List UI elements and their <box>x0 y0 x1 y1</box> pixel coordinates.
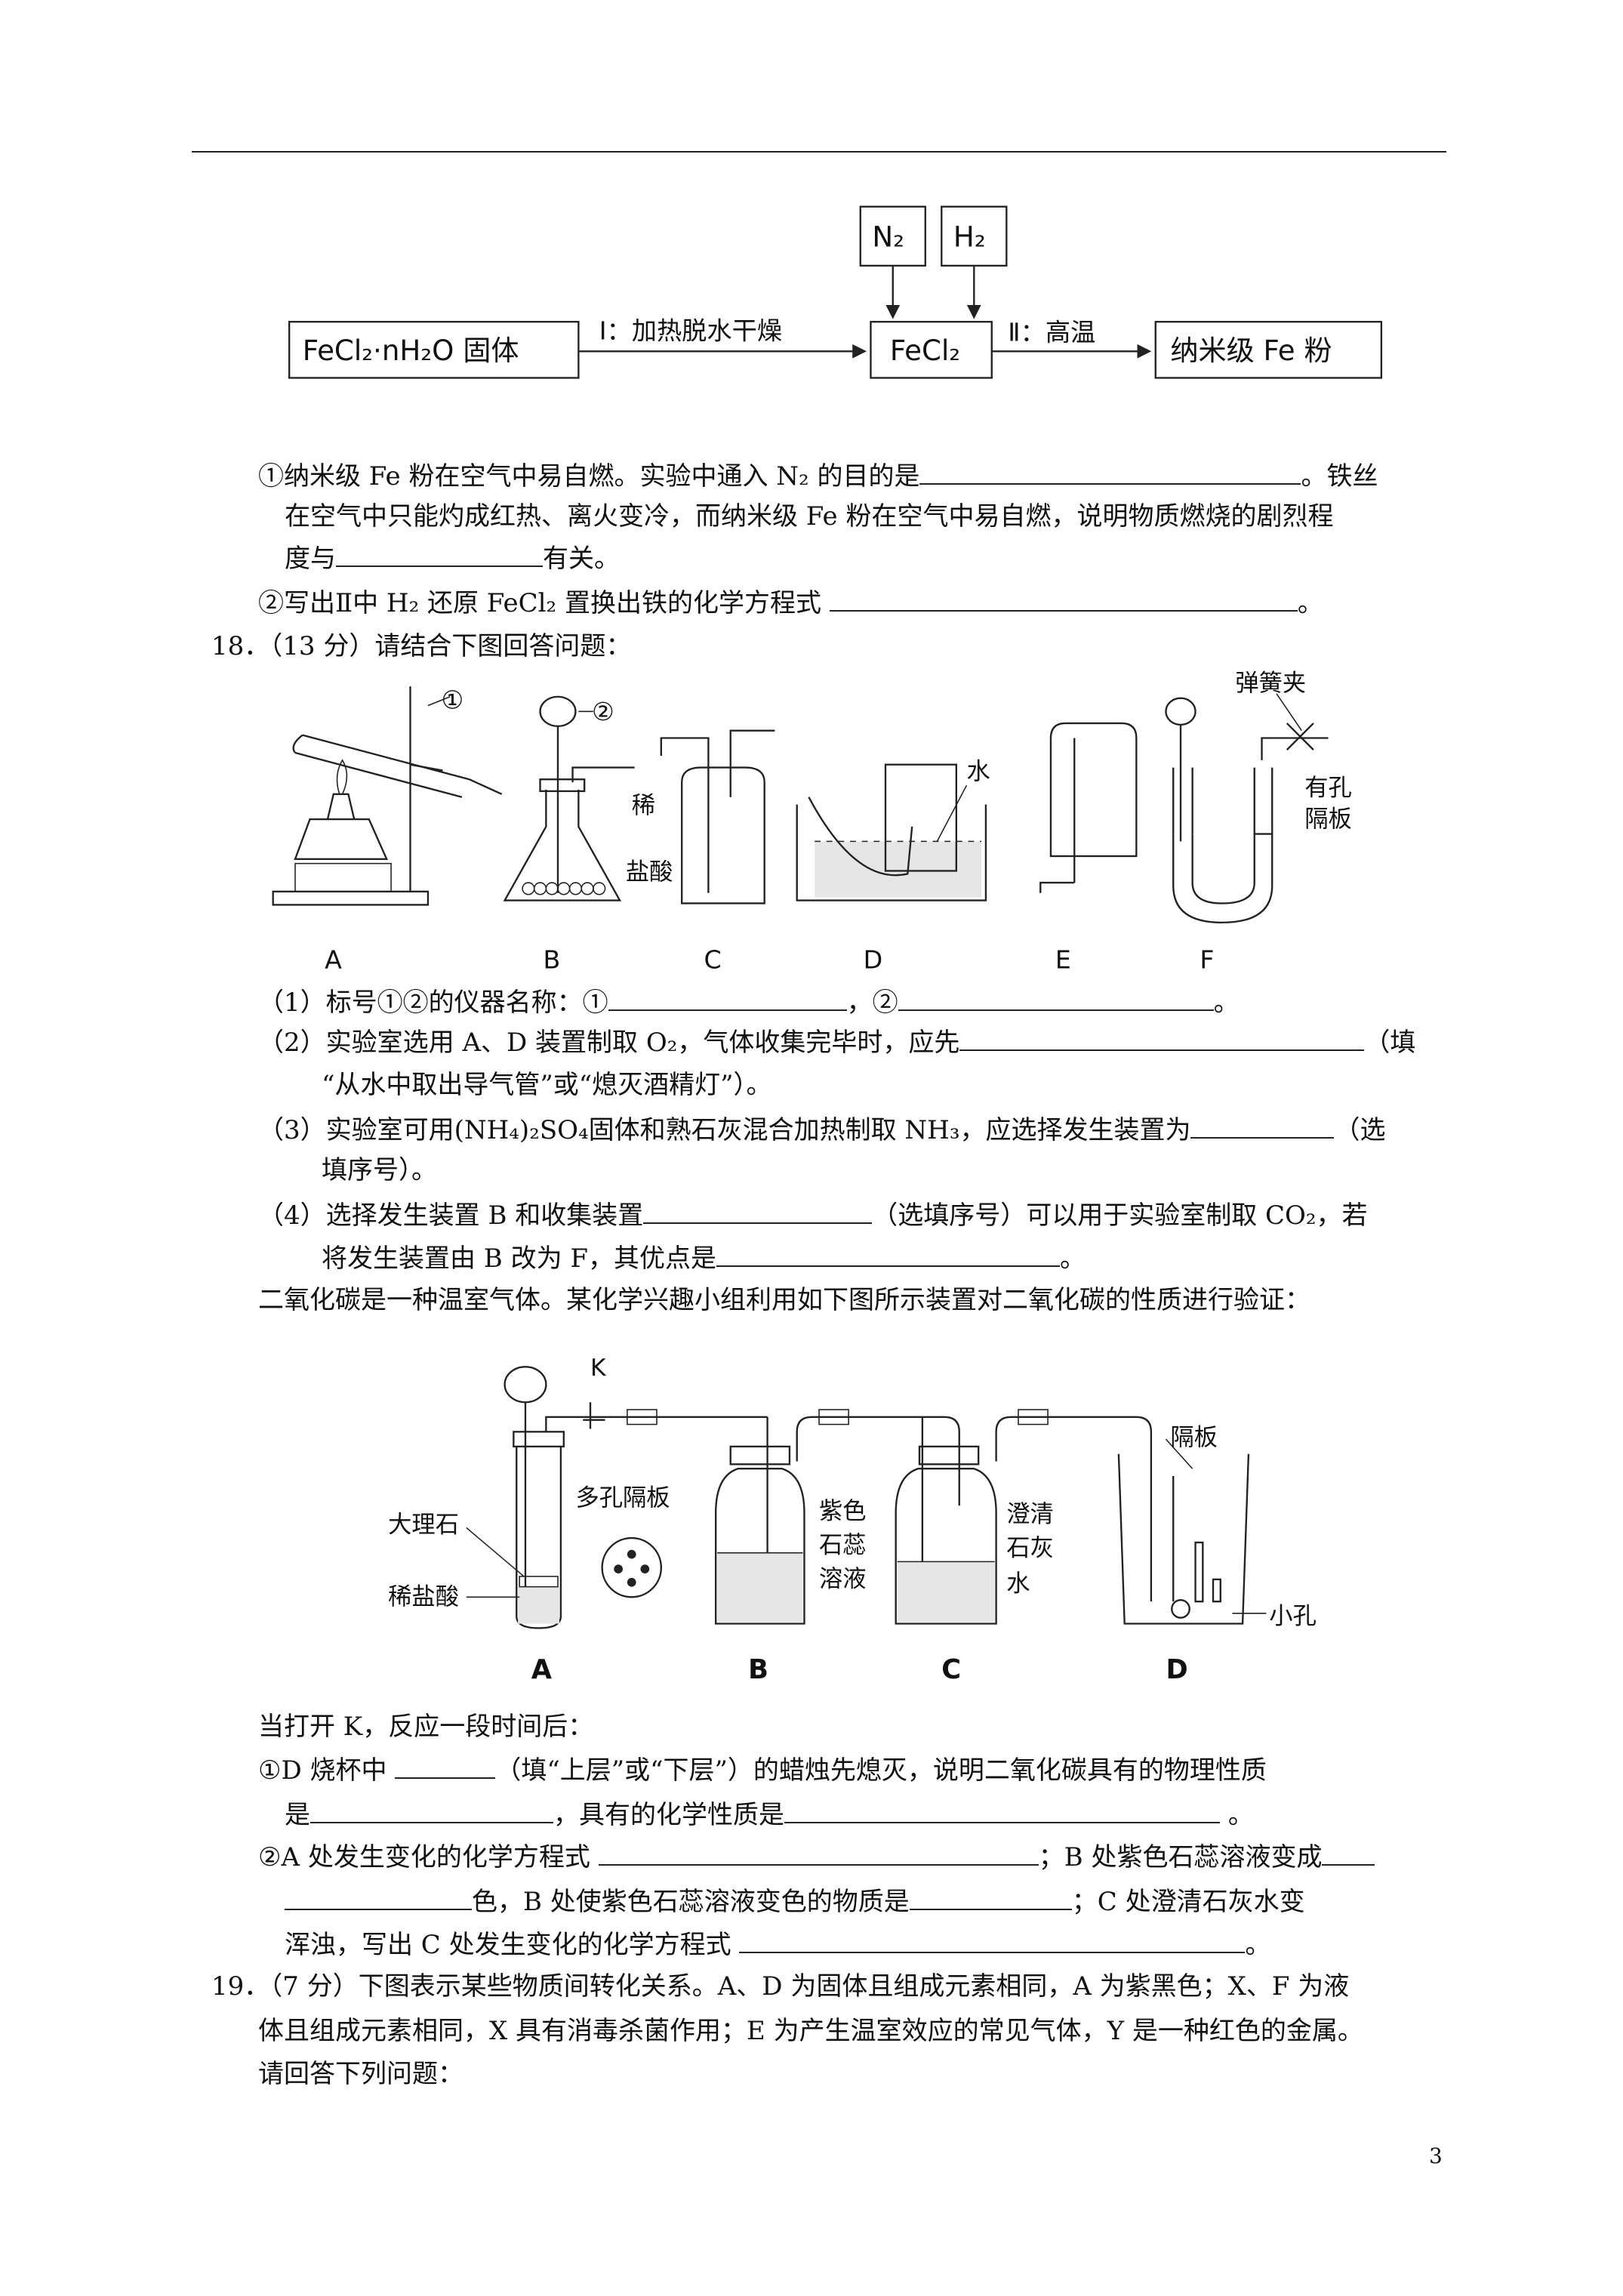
q18-part-3-cont: 填序号）。 <box>322 1155 437 1185</box>
flow-step1: Ⅰ：加热脱水干燥 <box>599 316 782 346</box>
fig1-label-c: C <box>704 945 722 974</box>
fig2-label-b: B <box>748 1654 768 1685</box>
label-k: K <box>590 1354 607 1382</box>
q18-part-4-cont: 将发生装置由 B 改为 F，其优点是。 <box>322 1243 1086 1274</box>
label-hcl: 盐酸 <box>626 858 673 886</box>
label-lime-2: 石灰 <box>1006 1535 1054 1562</box>
q17-line-4: ②写出Ⅱ中 H₂ 还原 FeCl₂ 置换出铁的化学方程式 。 <box>258 587 1323 618</box>
answer-blank[interactable] <box>336 543 543 567</box>
fig1-label-a: A <box>325 945 342 974</box>
q18-part-3: （3）实验室可用(NH₄)₂SO₄固体和熟石灰混合加热制取 NH₃，应选择发生装… <box>258 1114 1386 1145</box>
q19-line-1: 19．（7 分）下图表示某些物质间转化关系。A、D 为固体且组成元素相同，A 为… <box>211 1971 1350 2002</box>
label-spring-clip: 弹簧夹 <box>1235 670 1306 697</box>
label-small-hole: 小孔 <box>1269 1603 1317 1630</box>
answer-blank[interactable] <box>1190 1114 1335 1139</box>
label-marble: 大理石 <box>388 1511 459 1538</box>
label-litmus-1: 紫色 <box>819 1498 867 1525</box>
q18-part-1: （1）标号①②的仪器名称：①，②。 <box>258 987 1240 1018</box>
fig2-label-d: D <box>1166 1654 1187 1685</box>
answer-blank[interactable] <box>310 1799 553 1823</box>
bottle-c: 澄清 石灰 水 <box>895 1416 1153 1625</box>
q18-sub-2-cont2: 浑浊，写出 C 处发生变化的化学方程式 。 <box>285 1929 1271 1960</box>
label-porous-plate: 多孔隔板 <box>575 1484 670 1512</box>
q19-line-2: 体且组成元素相同，X 具有消毒杀菌作用；E 为产生温室效应的常见气体，Y 是一种… <box>258 2016 1363 2046</box>
apparatus-f: 弹簧夹 有孔 隔板 <box>1165 670 1352 924</box>
label-plate-2: 隔板 <box>1304 806 1352 833</box>
flow-start: FeCl₂·nH₂O 固体 <box>303 334 519 367</box>
q18-sub-1: ①D 烧杯中 （填“上层”或“下层”）的蜡烛先熄灭，说明二氧化碳具有的物理性质 <box>258 1755 1267 1786</box>
q17-line-3: 度与有关。 <box>285 543 620 574</box>
label-litmus-3: 溶液 <box>819 1566 867 1593</box>
page-number: 3 <box>1429 2143 1443 2168</box>
co2-generator-a: K 多孔隔板 大理石 稀盐酸 <box>388 1354 768 1629</box>
answer-blank[interactable] <box>643 1200 873 1224</box>
answer-blank[interactable] <box>1322 1841 1375 1866</box>
label-plate-1: 有孔 <box>1304 775 1352 802</box>
apparatus-figure-2: K 多孔隔板 大理石 稀盐酸 紫色 石蕊 溶液 澄清 石灰 水 <box>388 1354 1317 1685</box>
q19-line-3: 请回答下列问题： <box>258 2059 463 2089</box>
answer-blank[interactable] <box>598 1841 1039 1866</box>
apparatus-figure-1: ① ② 稀 盐酸 水 <box>272 670 1352 974</box>
q18-part-4: （4）选择发生装置 B 和收集装置（选填序号）可以用于实验室制取 CO₂，若 <box>258 1200 1368 1231</box>
label-lime-3: 水 <box>1006 1570 1030 1597</box>
mark-2: ② <box>592 697 614 726</box>
answer-blank[interactable] <box>395 1755 496 1779</box>
fig2-label-c: C <box>941 1654 961 1685</box>
q18-part-2: （2）实验室选用 A、D 装置制取 O₂，气体收集完毕时，应先（填 <box>258 1027 1416 1058</box>
answer-blank[interactable] <box>959 1027 1365 1051</box>
apparatus-b: ② 稀 盐酸 <box>503 695 673 901</box>
label-dilute: 稀 <box>632 792 655 819</box>
answer-blank[interactable] <box>829 587 1298 612</box>
apparatus-d: 水 <box>796 758 990 901</box>
answer-blank[interactable] <box>608 987 847 1011</box>
fig1-label-d: D <box>864 945 883 974</box>
beaker-d: 隔板 小孔 <box>1117 1424 1317 1630</box>
answer-blank[interactable] <box>898 987 1214 1011</box>
mark-1: ① <box>442 685 464 714</box>
flow-gas-h2: H₂ <box>953 220 986 253</box>
label-lime-1: 澄清 <box>1006 1501 1054 1528</box>
flow-end: 纳米级 Fe 粉 <box>1170 334 1332 367</box>
fig1-label-e: E <box>1055 945 1071 974</box>
header-rule <box>192 151 1446 153</box>
q18-sub-2: ②A 处发生变化的化学方程式 ；B 处紫色石蕊溶液变成 <box>258 1841 1375 1872</box>
q18-intro: 二氧化碳是一种温室气体。某化学兴趣小组利用如下图所示装置对二氧化碳的性质进行验证… <box>258 1285 1310 1315</box>
answer-blank[interactable] <box>919 461 1301 485</box>
answer-blank[interactable] <box>784 1799 1220 1823</box>
q17-line-2: 在空气中只能灼成红热、离火变冷，而纳米级 Fe 粉在空气中易自燃，说明物质燃烧的… <box>285 501 1334 532</box>
q17-line-1: ①纳米级 Fe 粉在空气中易自燃。实验中通入 N₂ 的目的是。铁丝 <box>258 461 1378 492</box>
label-dilute-hcl: 稀盐酸 <box>388 1583 459 1610</box>
flow-step2: Ⅱ：高温 <box>1008 318 1095 347</box>
q18-open-k: 当打开 K，反应一段时间后： <box>258 1712 594 1742</box>
fig1-label-b: B <box>543 945 560 974</box>
q18-part-2-cont: “从水中取出导气管”或“熄灭酒精灯”）。 <box>322 1070 772 1100</box>
apparatus-a: ① <box>272 685 503 906</box>
answer-blank[interactable] <box>285 1886 472 1910</box>
flow-mid: FeCl₂ <box>890 334 960 367</box>
label-plate: 隔板 <box>1170 1424 1218 1451</box>
q18-title: 18．（13 分）请结合下图回答问题： <box>211 631 632 661</box>
fig2-label-a: A <box>531 1654 553 1685</box>
flow-diagram: FeCl₂·nH₂O 固体 Ⅰ：加热脱水干燥 FeCl₂ N₂ H₂ Ⅱ：高温 … <box>288 205 1383 379</box>
bottle-b: 紫色 石蕊 溶液 <box>715 1416 960 1625</box>
answer-blank[interactable] <box>909 1886 1072 1910</box>
apparatus-c <box>660 729 775 905</box>
answer-blank[interactable] <box>739 1929 1246 1953</box>
q18-sub-1-cont: 是，具有的化学性质是 。 <box>285 1799 1254 1830</box>
answer-blank[interactable] <box>716 1243 1060 1267</box>
apparatus-e <box>1039 722 1138 893</box>
label-litmus-2: 石蕊 <box>819 1532 867 1559</box>
label-water: 水 <box>967 758 990 785</box>
q18-sub-2-cont: 色，B 处使紫色石蕊溶液变色的物质是；C 处澄清石灰水变 <box>285 1886 1305 1917</box>
fig1-label-f: F <box>1200 945 1214 974</box>
flow-gas-n2: N₂ <box>872 220 904 253</box>
